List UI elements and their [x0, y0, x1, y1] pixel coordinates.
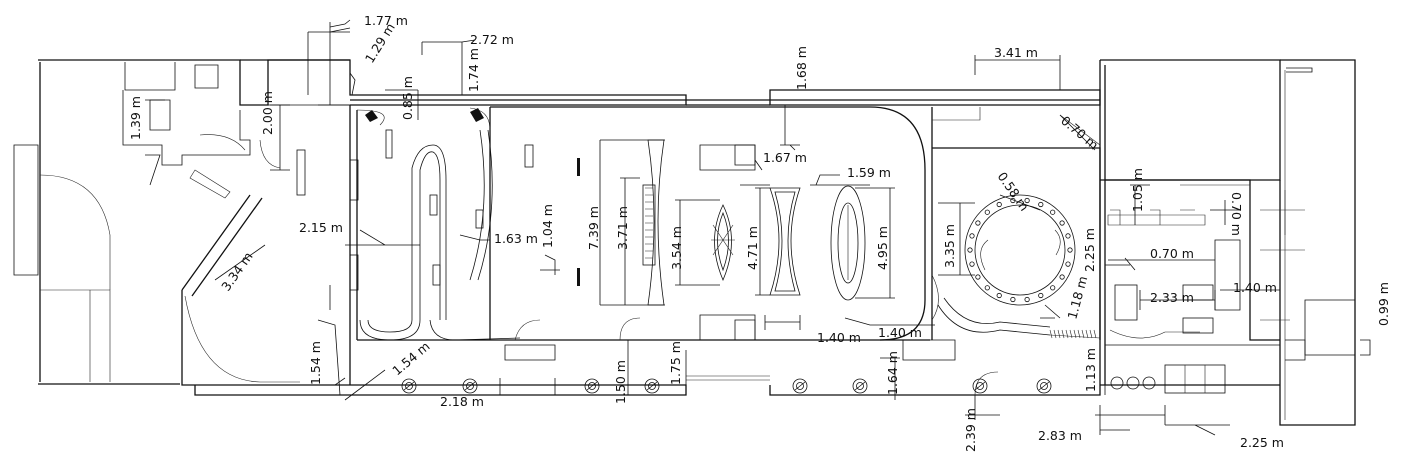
dimension-lines [145, 19, 1371, 436]
dimension-label: 3.71 m [615, 206, 630, 250]
dimension-label: 7.39 m [586, 206, 601, 250]
bolt-mark [1024, 197, 1030, 204]
bolt-mark [969, 233, 975, 239]
bolt-mark [1065, 261, 1071, 267]
dimension-labels: 1.77 m 1.29 m 2.72 m 1.74 m 0.85 m 2.00 … [128, 13, 1391, 452]
spotlight-icon [1036, 378, 1052, 394]
bolt-mark [969, 261, 975, 267]
dimension-label: 2.25 m [1082, 228, 1097, 272]
bolt-mark [1024, 296, 1030, 303]
bolt-mark [984, 209, 990, 215]
dimension-label: 1.50 m [613, 360, 628, 404]
dimension-label: 1.54 m [389, 339, 432, 379]
dimension-label: 0.99 m [1376, 282, 1391, 326]
dimension-label: 2.83 m [1038, 428, 1082, 443]
bolt-mark [1050, 285, 1056, 291]
spotlight-icon [584, 378, 600, 394]
bolt-mark [1010, 197, 1016, 204]
dimension-label: 2.15 m [299, 220, 343, 235]
dimension-label: 1.59 m [847, 165, 891, 180]
bolt-mark [1038, 201, 1044, 208]
display-ring-bolts [967, 197, 1073, 303]
dimension-label: 2.25 m [1240, 435, 1284, 450]
spotlight-icon [792, 378, 808, 394]
dimension-label: 1.39 m [128, 96, 143, 140]
stair-treads [1049, 329, 1097, 339]
dimension-label: 2.33 m [1150, 290, 1194, 305]
dimension-label: 1.68 m [794, 46, 809, 90]
dimension-label: 0.70 m [1058, 113, 1101, 153]
dimension-label: 0.58 m [995, 169, 1033, 214]
bolt-mark [975, 220, 981, 226]
dimension-label: 1.75 m [668, 341, 683, 385]
walls [13, 59, 1356, 426]
bolt-mark [975, 274, 981, 280]
dimension-label: 0.85 m [400, 76, 415, 120]
dimension-label: 3.35 m [942, 224, 957, 268]
bolt-mark [1059, 274, 1065, 280]
bolt-mark [1059, 220, 1065, 226]
dimension-label: 1.67 m [763, 150, 807, 165]
dimension-label: 1.04 m [540, 204, 555, 248]
dimension-label: 1.64 m [885, 351, 900, 395]
dimension-label: 0.70 m [1229, 192, 1244, 236]
dimension-label: 1.05 m [1130, 168, 1145, 212]
dimension-label: 0.70 m [1150, 246, 1194, 261]
dimension-label: 1.40 m [1233, 280, 1277, 295]
dimension-label: 2.00 m [260, 91, 275, 135]
dimension-label: 1.13 m [1083, 348, 1098, 392]
bolt-mark [1010, 296, 1016, 303]
displays [296, 108, 1226, 394]
dimension-label: 1.40 m [817, 330, 861, 345]
dimension-label: 1.77 m [364, 13, 408, 28]
dimension-label: 2.39 m [963, 408, 978, 452]
dimension-label: 1.74 m [466, 48, 481, 92]
dimension-label: 2.72 m [470, 32, 514, 47]
dimension-label: 3.54 m [669, 226, 684, 270]
spotlights [401, 378, 1052, 394]
spotlight-icon [972, 378, 988, 394]
spotlight-icon [401, 378, 417, 394]
bolt-mark [1067, 247, 1073, 253]
dimension-label: 3.41 m [994, 45, 1038, 60]
bolt-mark [1065, 233, 1071, 239]
dimension-label: 1.18 m [1064, 274, 1090, 320]
spotlight-icon [852, 378, 868, 394]
spotlight-icon [644, 378, 660, 394]
bolt-mark [1050, 209, 1056, 215]
dimension-label: 1.40 m [878, 325, 922, 340]
dimension-label: 4.95 m [875, 226, 890, 270]
dimension-label: 4.71 m [745, 226, 760, 270]
dimension-label: 1.63 m [494, 231, 538, 246]
bolt-mark [984, 285, 990, 291]
spotlight-icon [462, 378, 478, 394]
dimension-label: 2.18 m [440, 394, 484, 409]
dimension-label: 1.54 m [308, 341, 323, 385]
bolt-mark [996, 201, 1002, 208]
bolt-mark [1038, 292, 1044, 299]
bolt-mark [996, 292, 1002, 299]
bolt-mark [967, 247, 973, 253]
dimension-label: 3.34 m [218, 249, 256, 294]
